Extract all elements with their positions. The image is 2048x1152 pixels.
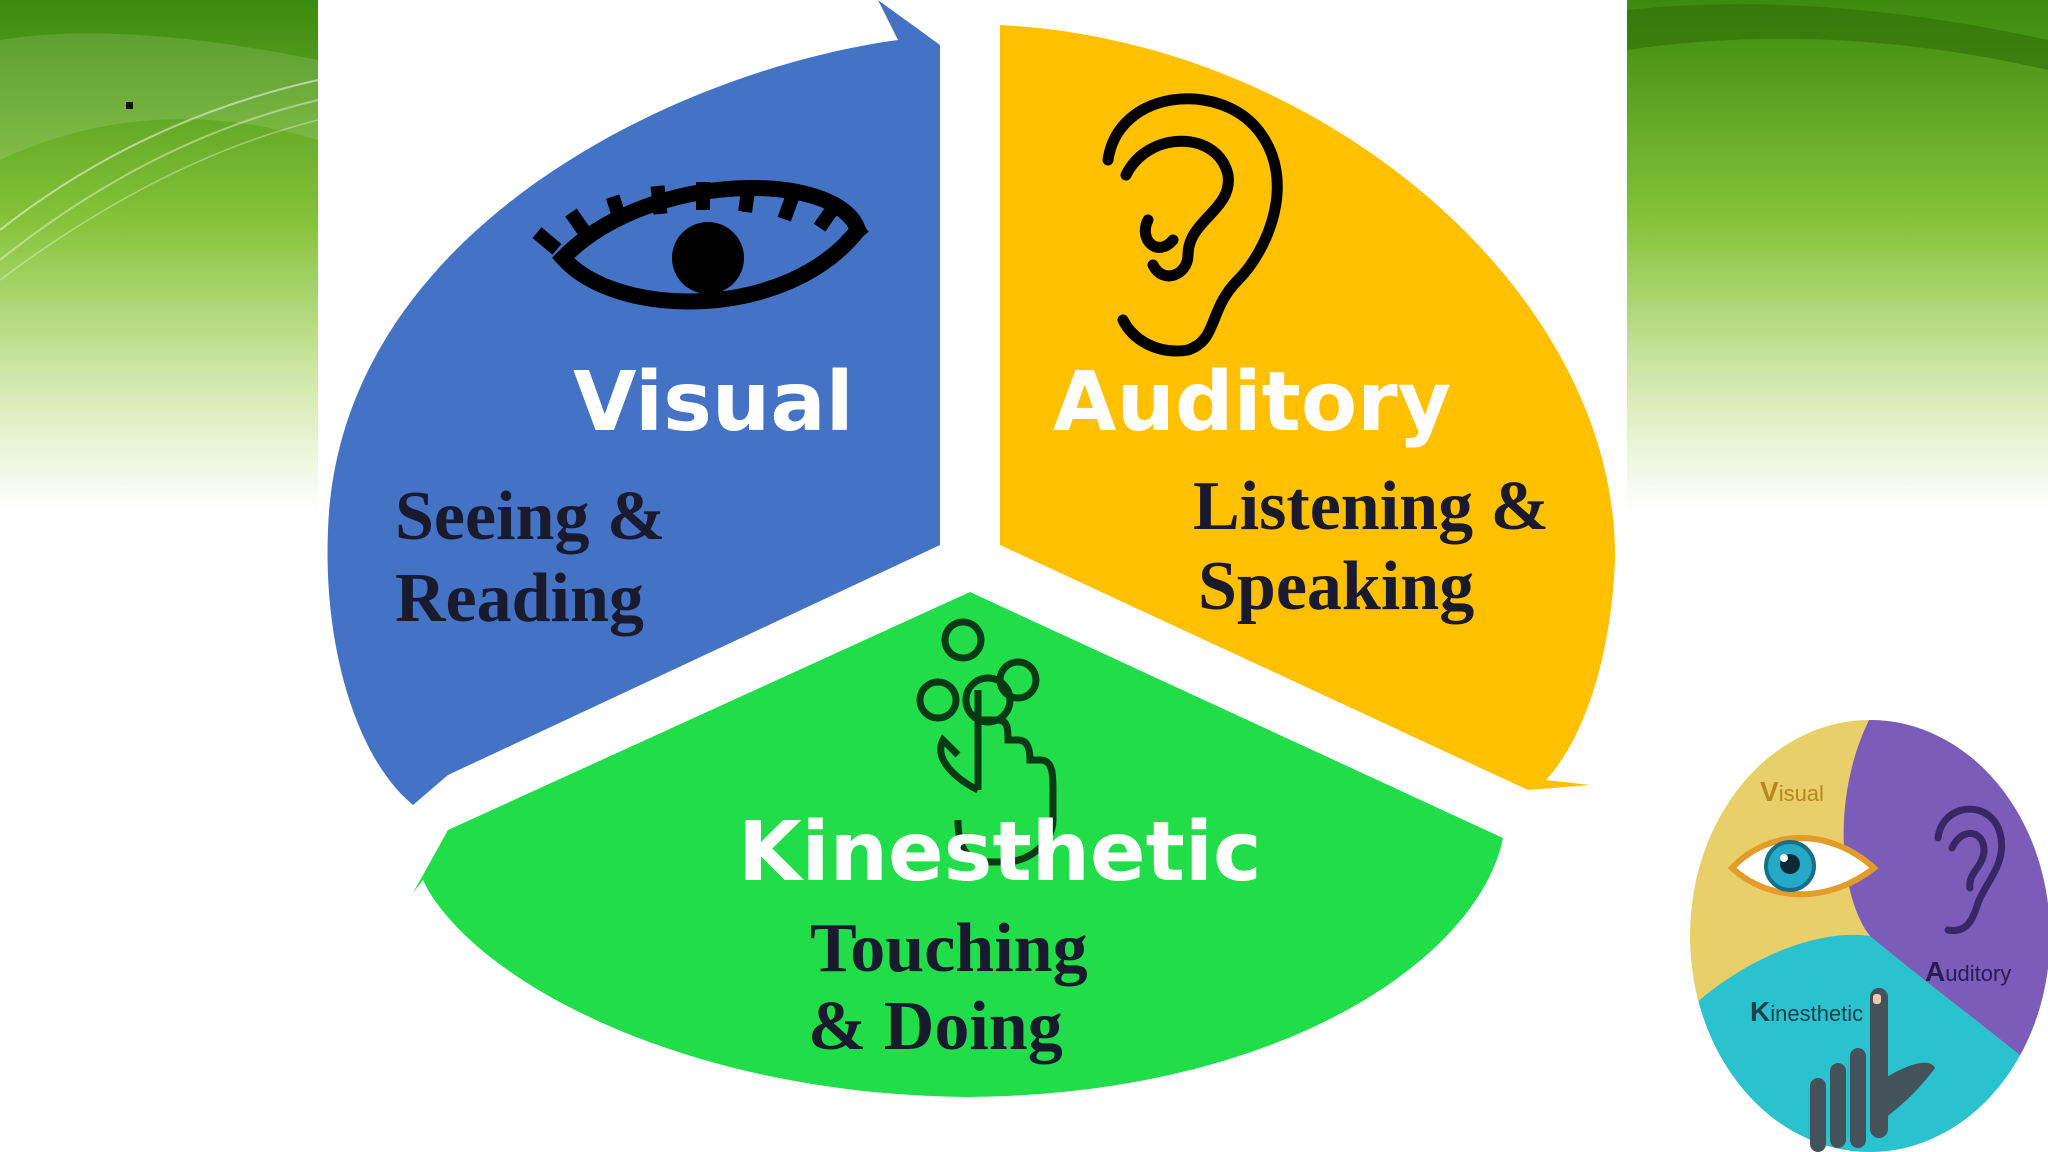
auditory-line-1: Listening & [1193,468,1549,545]
pointing-hand-icon [916,618,1057,866]
kinesthetic-line-2: & Doing [808,988,1063,1065]
auditory-title: Auditory [1053,355,1452,450]
thumbnail-visual-label: Visual [1760,776,1824,807]
thumbnail-ear-icon [1934,805,2006,935]
thumbnail-kinesthetic-label: Kinesthetic [1750,996,1864,1027]
learning-styles-diagram: Visual Seeing & Reading Auditory Listeni… [318,0,1627,1152]
slide-bullet [126,102,133,109]
visual-line-1: Seeing & [395,478,666,555]
eye-icon [532,180,869,310]
thumbnail-hand-icon [1810,988,1935,1152]
visual-line-2: Reading [395,560,644,637]
thumbnail-eye-icon [1727,835,1879,898]
visual-title: Visual [573,355,854,450]
kinesthetic-title: Kinesthetic [738,805,1262,900]
thumbnail-auditory-label: Auditory [1925,956,2012,987]
auditory-segment [1000,25,1616,790]
ear-icon [1102,93,1283,357]
learning-styles-thumbnail: Visual Auditory Kinesthetic [1680,718,2048,1152]
kinesthetic-line-1: Touching [810,910,1088,987]
auditory-line-2: Speaking [1198,548,1475,625]
